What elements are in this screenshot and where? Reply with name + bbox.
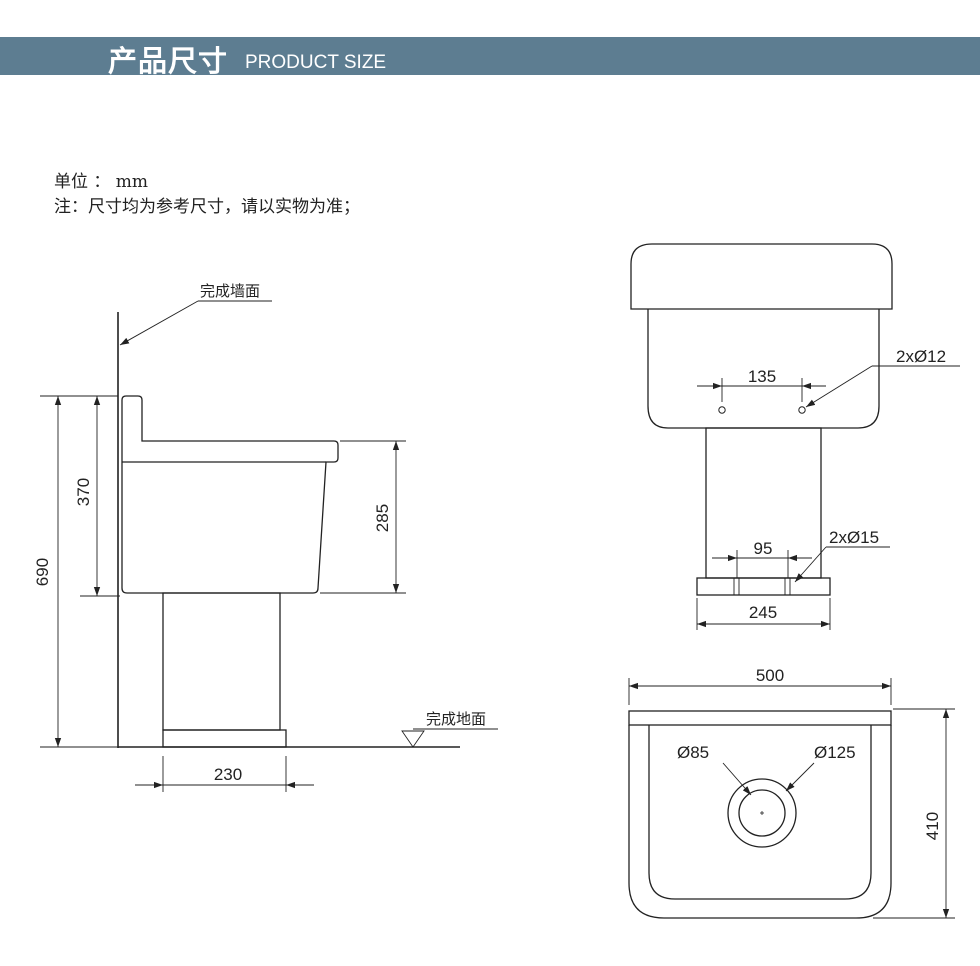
hole-left-12: [718, 406, 726, 414]
floor-symbol: [401, 730, 425, 748]
dim-label-370: 370: [74, 478, 93, 506]
pedestal-base-front: [696, 577, 831, 596]
basin-side-outline: [121, 395, 339, 594]
page-subtitle: PRODUCT SIZE: [245, 52, 387, 73]
leader-85: [722, 762, 752, 796]
pedestal-base-side: [162, 729, 287, 748]
side-view: [40, 300, 498, 792]
top-view-rim: [628, 710, 892, 726]
dim-label-95: 95: [754, 539, 773, 558]
hole-right-12: [798, 406, 806, 414]
wall-leader: [119, 300, 199, 346]
label-drain-125: Ø125: [814, 743, 856, 762]
reference-note: 注：尺寸均为参考尺寸，请以实物为准；: [54, 197, 360, 217]
label-2x12: 2xØ12: [896, 347, 946, 366]
top-view-labels: 500 410 Ø85 Ø125: [677, 666, 942, 840]
drain-inner-85: [738, 789, 786, 837]
unit-note: 单位 ： mm: [54, 172, 149, 192]
header-bar: [0, 37, 980, 75]
front-view: [630, 243, 960, 630]
front-view-labels: 135 2xØ12 95 2xØ15 245: [748, 347, 946, 622]
label-2x15: 2xØ15: [829, 528, 879, 547]
label-drain-85: Ø85: [677, 743, 709, 762]
dim-label-135: 135: [748, 367, 776, 386]
page-title: 产品尺寸: [108, 44, 229, 78]
side-view-labels: 完成墙面 完成地面 690 370 285 230: [33, 282, 486, 784]
leader-2x15: [794, 546, 827, 583]
leader-125: [785, 762, 815, 792]
top-view-inner-bowl: [648, 725, 872, 900]
top-view: [628, 678, 955, 919]
dim-label-245: 245: [749, 603, 777, 622]
leader-2x12: [805, 365, 873, 408]
floor-label: 完成地面: [426, 710, 486, 728]
top-view-outer: [628, 725, 892, 919]
dim-label-690: 690: [33, 558, 52, 586]
dim-label-500: 500: [756, 666, 784, 685]
drain-outer-125: [727, 778, 797, 848]
dim-label-410: 410: [923, 812, 942, 840]
dim-label-230: 230: [214, 765, 242, 784]
wall-label: 完成墙面: [200, 282, 260, 300]
basin-front-top: [630, 243, 893, 310]
pedestal-side: [162, 592, 281, 731]
dim-label-285: 285: [373, 504, 392, 532]
